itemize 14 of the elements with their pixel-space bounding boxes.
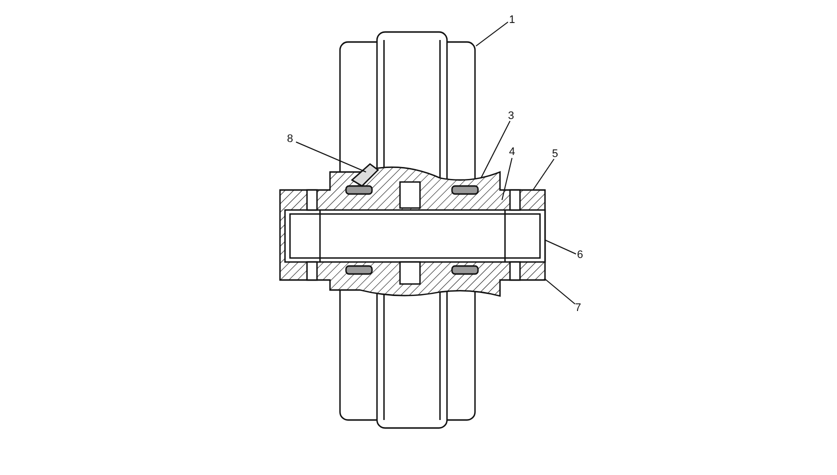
callout-number: 8 (287, 133, 294, 145)
callout-number: 7 (575, 302, 582, 314)
leader-line (532, 158, 554, 190)
callout-number: 3 (508, 110, 514, 122)
leader-line (480, 120, 510, 178)
leader-line (544, 240, 576, 254)
leader-line (502, 158, 512, 200)
leader-line (476, 22, 508, 46)
callout-number: 6 (577, 249, 584, 261)
callout-number: 4 (509, 146, 516, 158)
leader-line (544, 278, 576, 304)
callout-number: 1 (509, 14, 516, 26)
leader-line (296, 142, 366, 172)
callout-number: 5 (552, 148, 558, 160)
